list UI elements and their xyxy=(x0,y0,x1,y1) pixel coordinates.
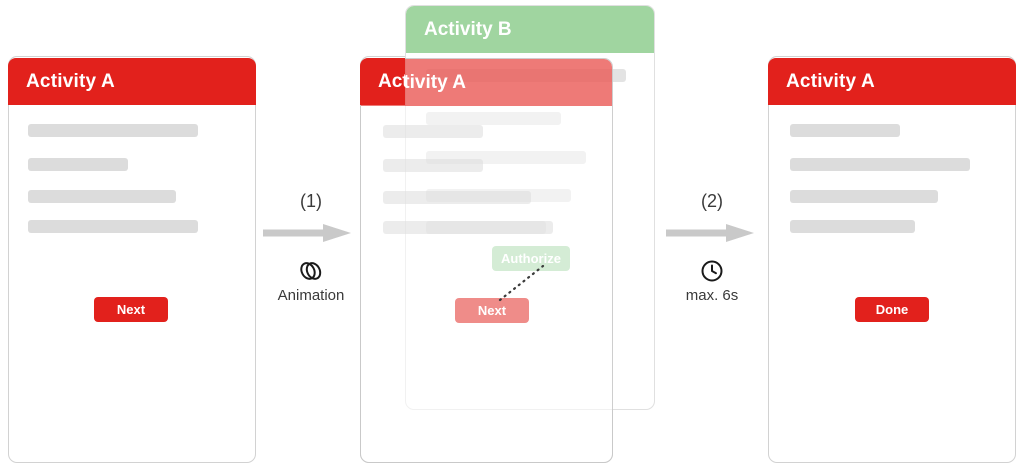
card-header-activity-a-start: Activity A xyxy=(8,58,256,105)
skeleton-row xyxy=(383,125,483,138)
card-activity-a-overlay: Activity A Next xyxy=(360,58,613,463)
skeleton-row xyxy=(790,190,938,203)
clock-icon xyxy=(657,258,767,284)
skeleton-row xyxy=(383,191,531,204)
skeleton-row xyxy=(28,158,128,171)
skeleton-row xyxy=(28,124,198,137)
done-button[interactable]: Done xyxy=(855,297,929,322)
next-button-start[interactable]: Next xyxy=(94,297,168,322)
skeleton-row xyxy=(790,158,970,171)
skeleton-row xyxy=(28,190,176,203)
next-button-faded[interactable]: Next xyxy=(455,298,529,323)
transition-1-number: (1) xyxy=(300,191,322,211)
skeleton-row xyxy=(383,159,483,172)
transition-2-arrow xyxy=(657,222,767,244)
card-header-activity-a-solid-edge: Activity A xyxy=(360,58,405,105)
panel-activity-a-done xyxy=(768,56,1016,463)
transition-1: (1) Animation xyxy=(256,192,366,304)
transition-2-label: max. 6s xyxy=(685,287,739,304)
transition-1-label: Animation xyxy=(277,287,345,304)
transition-1-arrow xyxy=(256,222,366,244)
card-header-activity-a-done: Activity A xyxy=(768,58,1016,105)
skeleton-row xyxy=(383,221,553,234)
card-header-activity-b: Activity B xyxy=(406,6,654,53)
skeleton-row xyxy=(790,124,900,137)
animation-rings-icon xyxy=(256,258,366,284)
skeleton-row xyxy=(28,220,198,233)
transition-2: (2) max. 6s xyxy=(657,192,767,304)
skeleton-row xyxy=(790,220,915,233)
transition-2-number: (2) xyxy=(701,191,723,211)
panel-activity-a-start xyxy=(8,56,256,463)
card-header-activity-a-solid-label: Activity A xyxy=(378,71,405,92)
